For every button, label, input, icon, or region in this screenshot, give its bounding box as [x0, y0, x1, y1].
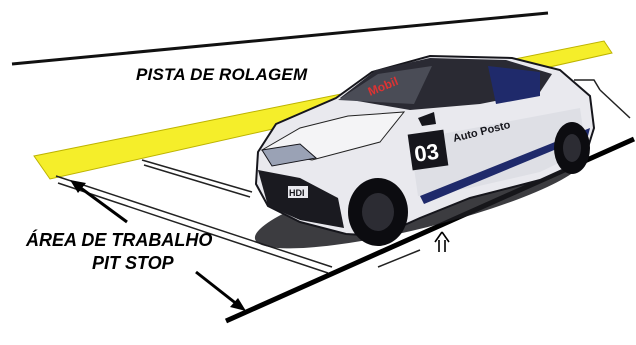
track-boundary-line	[11, 11, 549, 66]
pit-stop-label: PIT STOP	[92, 253, 174, 273]
arrow-to-work-area	[70, 180, 128, 224]
car-number-panel	[407, 129, 449, 171]
pit-area-lines	[55, 79, 631, 274]
car-wheels	[348, 122, 590, 246]
track-label: PISTA DE ROLAGEM	[136, 65, 308, 84]
work-area-label: ÁREA DE TRABALHO	[26, 230, 213, 250]
car-number: 03	[413, 139, 441, 167]
arrow-to-pit-boundary	[195, 270, 246, 311]
up-arrow-marker	[434, 231, 450, 252]
race-car: Mobil 03 Auto Posto HDI	[254, 54, 596, 249]
bumper-badge: HDI	[289, 188, 305, 198]
